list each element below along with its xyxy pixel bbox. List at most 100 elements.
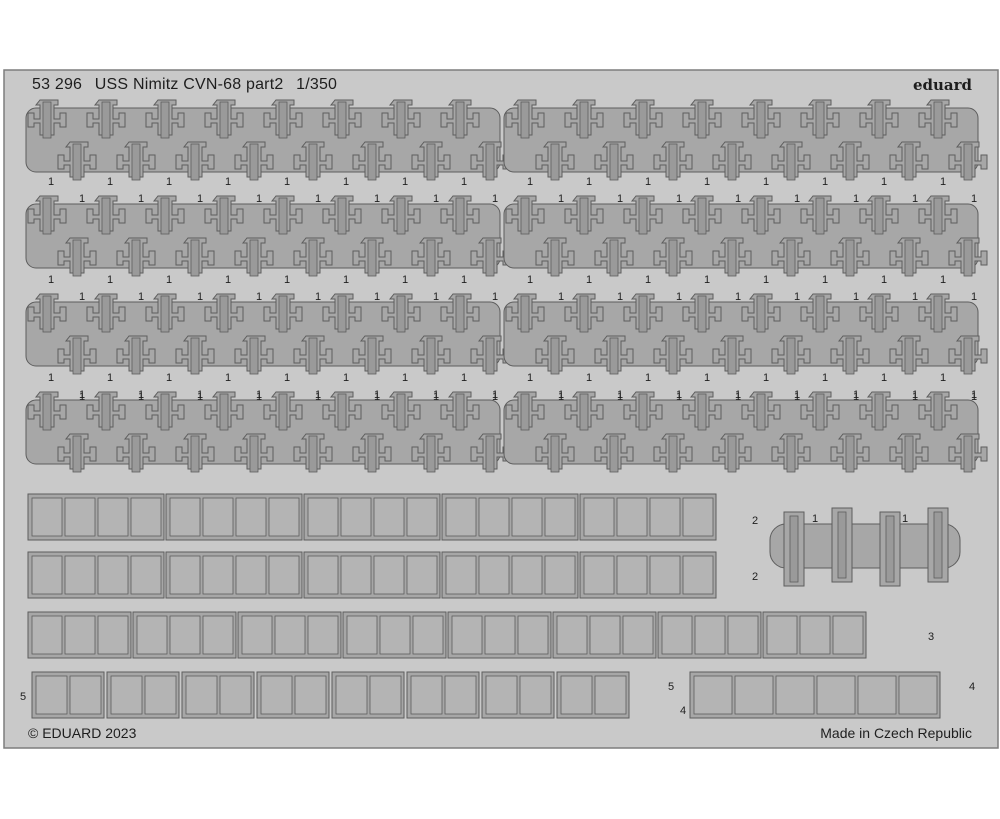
ladder-strip	[503, 293, 988, 375]
part-number: 1	[166, 372, 172, 384]
part-number: 1	[940, 176, 946, 188]
door-panel	[346, 615, 378, 655]
part-number: 1	[704, 372, 710, 384]
part-number: 1	[225, 274, 231, 286]
door-panel	[661, 615, 693, 655]
door-panel	[594, 675, 627, 715]
door-panel	[110, 675, 143, 715]
door-panel	[335, 675, 368, 715]
door-panel	[144, 675, 177, 715]
part-number: 1	[912, 193, 918, 205]
door-panel	[235, 497, 267, 537]
part-number: 1	[676, 391, 682, 403]
part-number: 1	[284, 176, 290, 188]
part-number: 1	[971, 193, 977, 205]
part-number: 1	[881, 372, 887, 384]
small-ladder-group	[769, 507, 961, 587]
door-panel	[410, 675, 443, 715]
door-panel	[511, 555, 543, 595]
part-number: 1	[853, 291, 859, 303]
door-frame-strip	[331, 671, 405, 719]
door-panel	[64, 497, 96, 537]
part-number: 1	[492, 391, 498, 403]
door-panel	[268, 497, 300, 537]
door-panel	[31, 615, 63, 655]
part-number: 1	[48, 176, 54, 188]
part-number: 1	[107, 176, 113, 188]
part-number: 1	[197, 291, 203, 303]
part-number: 1	[315, 391, 321, 403]
part-number: 1	[735, 389, 741, 401]
part-number: 1	[343, 176, 349, 188]
door-panel	[445, 555, 477, 595]
door-frame-strip	[106, 671, 180, 719]
door-panel	[130, 497, 162, 537]
part-number: 1	[107, 274, 113, 286]
door-panel	[560, 675, 593, 715]
door-panel	[775, 675, 815, 715]
door-panel	[649, 497, 681, 537]
door-frame-strip	[406, 671, 480, 719]
door-panel	[97, 555, 129, 595]
part-number: 1	[433, 389, 439, 401]
door-panel	[235, 555, 267, 595]
part-number: 1	[676, 291, 682, 303]
door-panel	[478, 555, 510, 595]
ladder-strip	[25, 195, 510, 277]
part-number: 1	[225, 372, 231, 384]
door-panel	[544, 555, 576, 595]
door-frame-strip	[165, 493, 303, 541]
part-number: 1	[315, 291, 321, 303]
door-panel	[260, 675, 293, 715]
part-number: 1	[676, 389, 682, 401]
product-title: USS Nimitz CVN-68 part2	[94, 76, 284, 93]
part-number: 1	[343, 274, 349, 286]
part-number: 1	[645, 176, 651, 188]
door-panel	[64, 555, 96, 595]
part-number: 1	[197, 389, 203, 401]
door-panel	[136, 615, 168, 655]
part-number: 1	[735, 291, 741, 303]
door-panel	[69, 675, 102, 715]
part-number: 1	[940, 274, 946, 286]
door-frame-strip	[689, 671, 941, 719]
door-panel	[445, 497, 477, 537]
door-panel	[185, 675, 218, 715]
origin-text: Made in Czech Republic	[820, 725, 972, 741]
copyright-text: © EDUARD 2023	[28, 725, 137, 741]
door-panel	[169, 615, 201, 655]
door-panel	[478, 497, 510, 537]
door-panel	[35, 675, 68, 715]
door-frame-strip	[441, 493, 579, 541]
part-number: 1	[315, 193, 321, 205]
door-panel	[169, 555, 201, 595]
part-number: 1	[645, 372, 651, 384]
part-number: 1	[374, 391, 380, 403]
part-number: 1	[912, 389, 918, 401]
small-ladder-rail	[933, 511, 943, 579]
part-number: 1	[794, 391, 800, 403]
part-number: 1	[197, 391, 203, 403]
part-number: 1	[912, 291, 918, 303]
ladder-strip	[503, 195, 988, 277]
part-number: 1	[940, 372, 946, 384]
part-number: 1	[374, 193, 380, 205]
part-number: 1	[527, 372, 533, 384]
part-number: 1	[763, 274, 769, 286]
door-panel	[734, 675, 774, 715]
door-panel	[31, 555, 63, 595]
part-number: 1	[617, 193, 623, 205]
part-number: 1	[284, 372, 290, 384]
part-number: 1	[374, 389, 380, 401]
part-number: 1	[79, 193, 85, 205]
small-ladder-strip	[769, 507, 961, 587]
door-panel	[307, 555, 339, 595]
door-panel	[832, 615, 864, 655]
part-number: 1	[107, 372, 113, 384]
door-panel	[130, 555, 162, 595]
door-frame-strip	[579, 493, 717, 541]
part-number: 1	[971, 391, 977, 403]
part-number: 2	[752, 515, 758, 527]
part-number: 1	[558, 193, 564, 205]
